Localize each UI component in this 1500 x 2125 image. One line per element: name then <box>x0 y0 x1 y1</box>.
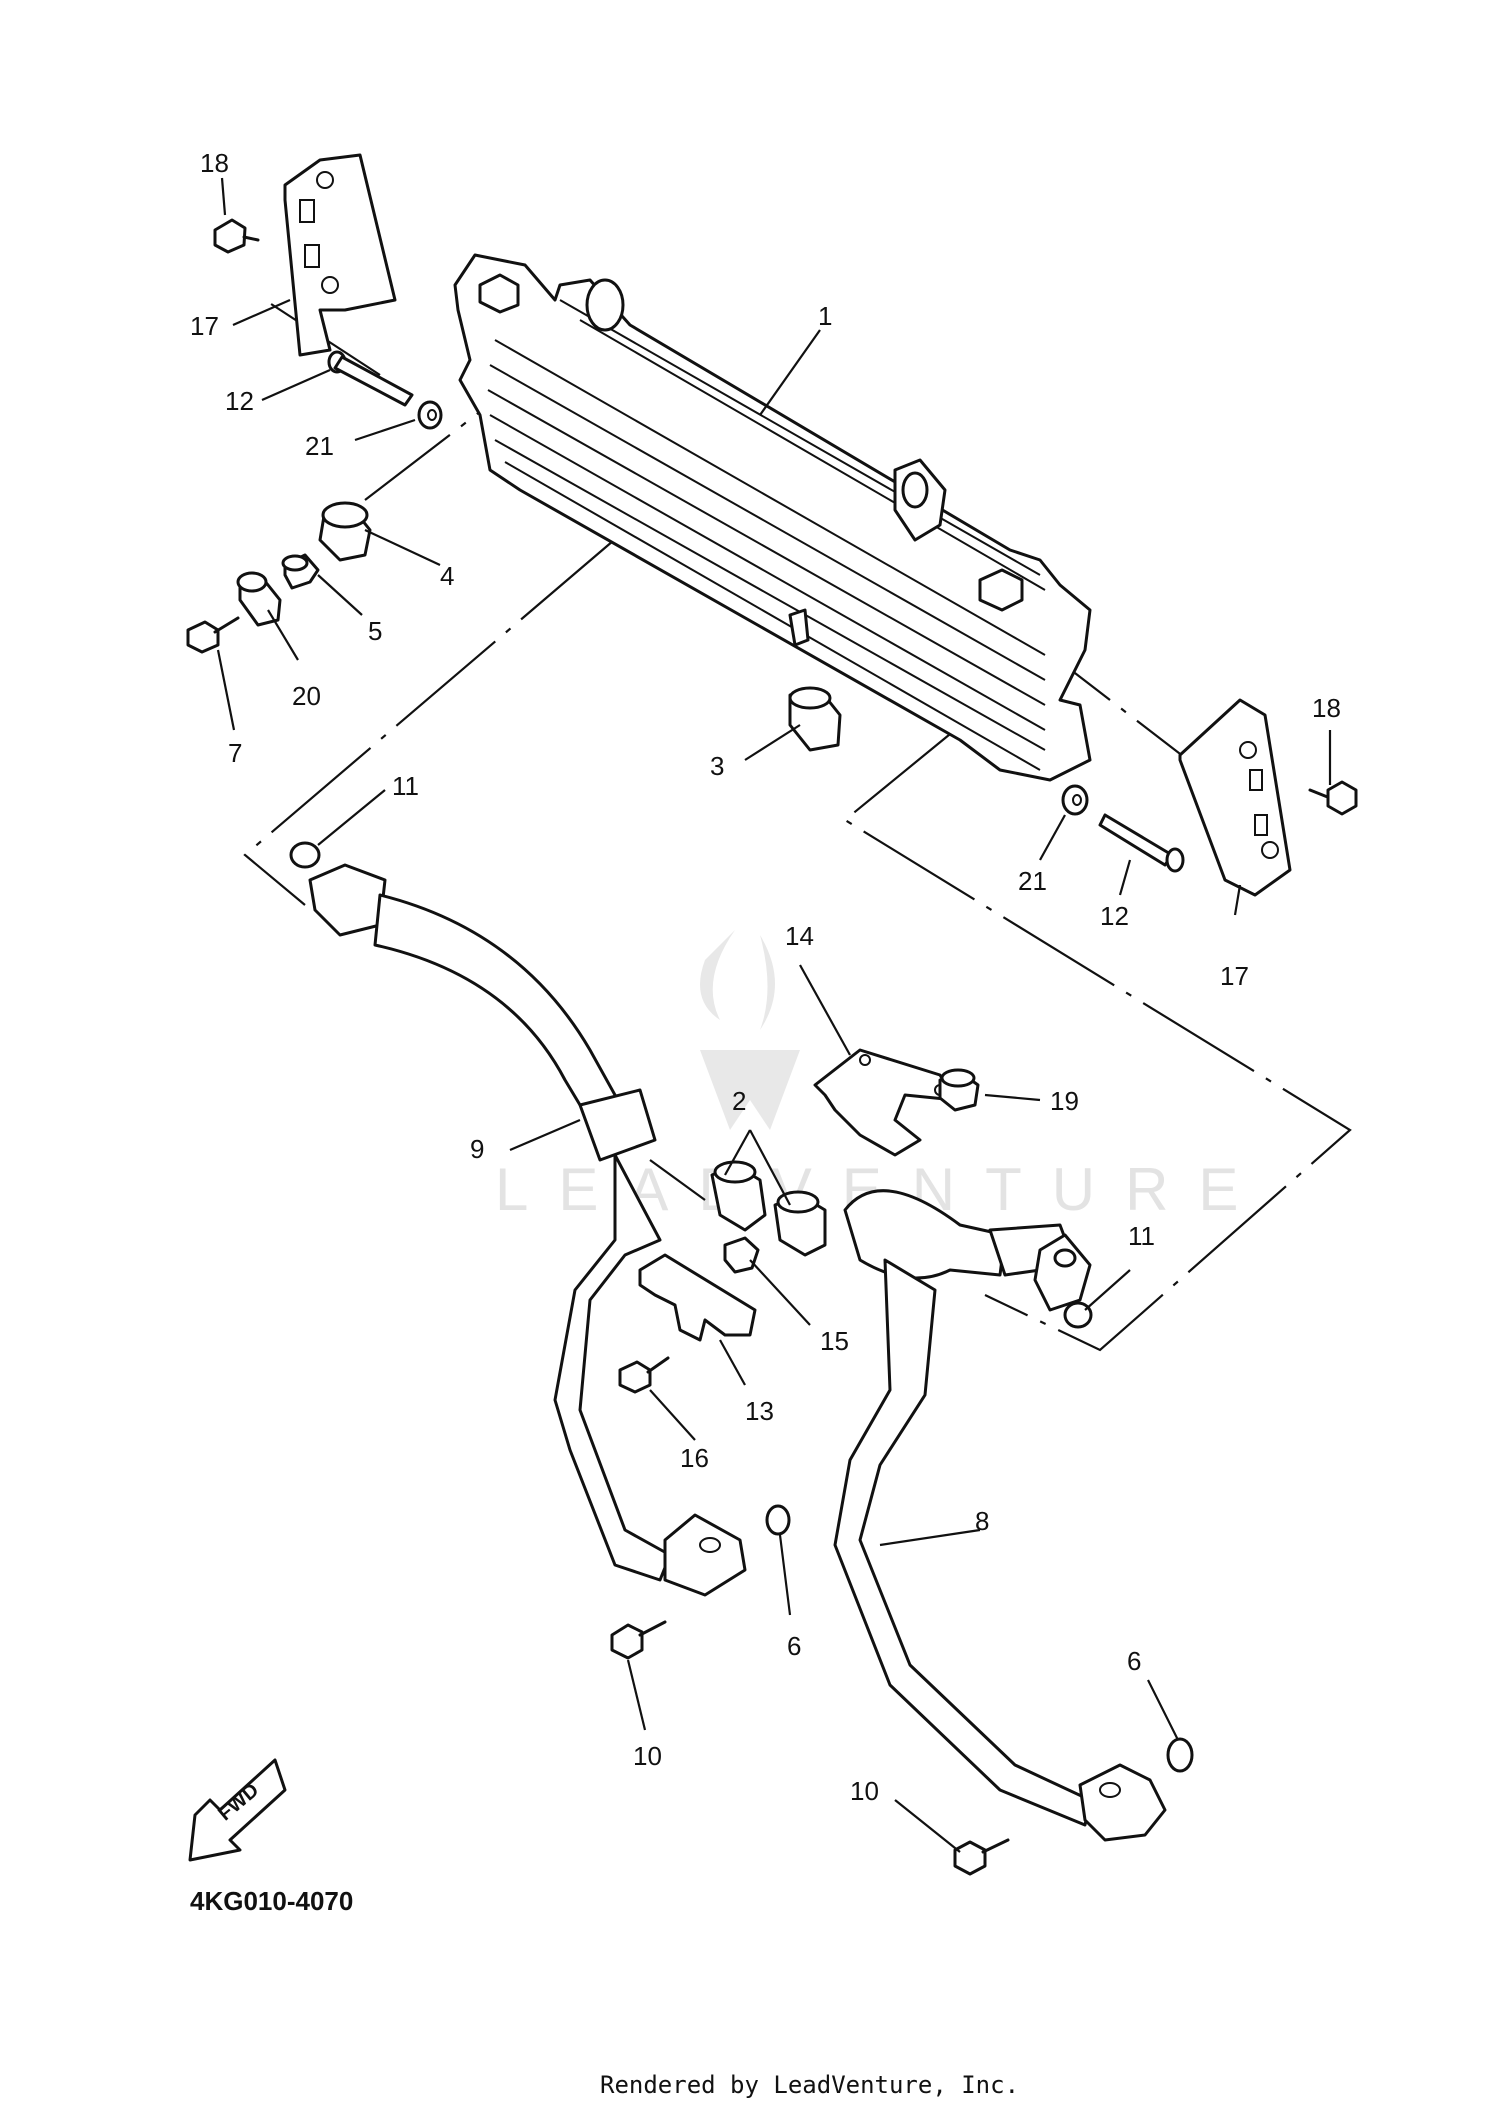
callout-18-left: 18 <box>200 148 229 178</box>
callout-11-left: 11 <box>392 771 419 801</box>
o-ring-6-lower <box>1166 1737 1194 1773</box>
callout-17-right: 17 <box>1220 961 1249 991</box>
washer-21-left <box>417 400 443 430</box>
footer-credit: Rendered by LeadVenture, Inc. <box>600 2071 1019 2099</box>
fwd-arrow-icon: FWD <box>188 1758 287 1862</box>
bolt-18-right <box>1308 780 1358 816</box>
bolt-18-left <box>213 218 260 254</box>
callout-10-lower: 10 <box>850 1776 879 1806</box>
collar-5 <box>281 553 320 590</box>
clamp-13 <box>638 1253 757 1342</box>
grommet-3 <box>788 686 842 752</box>
bolt-10-upper <box>610 1620 667 1660</box>
grommet-4 <box>318 501 372 562</box>
callout-13: 13 <box>745 1396 774 1426</box>
callout-11-right: 11 <box>1128 1221 1155 1251</box>
bolt-12-right <box>1098 813 1185 873</box>
callout-1: 1 <box>818 301 832 331</box>
callout-6-lower: 6 <box>1127 1646 1141 1676</box>
collar-19 <box>938 1068 980 1112</box>
diagram-code: 4KG010-4070 <box>190 1886 353 1916</box>
callout-2: 2 <box>732 1086 746 1116</box>
collar-15 <box>723 1236 760 1274</box>
callout-7: 7 <box>228 738 242 768</box>
bolt-16 <box>618 1356 670 1394</box>
bracket-left-17 <box>283 153 397 357</box>
callout-12-right: 12 <box>1100 901 1129 931</box>
callout-20: 20 <box>292 681 321 711</box>
callout-16: 16 <box>680 1443 709 1473</box>
callout-17-left: 17 <box>190 311 219 341</box>
callout-19: 19 <box>1050 1086 1079 1116</box>
washer-20 <box>236 571 282 627</box>
bolt-7 <box>186 616 240 654</box>
callout-9: 9 <box>470 1134 484 1164</box>
callout-5: 5 <box>368 616 382 646</box>
clamp-14 <box>813 1048 957 1157</box>
callout-4: 4 <box>440 561 454 591</box>
callout-21-left: 21 <box>305 431 334 461</box>
bolt-10-lower <box>953 1838 1010 1876</box>
oil-pipe-9 <box>308 863 747 1597</box>
washer-21-right <box>1061 784 1089 816</box>
callout-18-right: 18 <box>1312 693 1341 723</box>
callout-10-upper: 10 <box>633 1741 662 1771</box>
callout-12-left: 12 <box>225 386 254 416</box>
bolt-12-left <box>327 350 414 407</box>
callout-14: 14 <box>785 921 814 951</box>
callouts: 1 2 3 4 5 6 6 7 8 9 10 10 11 11 12 12 13… <box>190 148 1341 1806</box>
bracket-right-17 <box>1178 698 1292 897</box>
o-ring-11-left <box>289 841 321 869</box>
callout-8: 8 <box>975 1506 989 1536</box>
o-ring-11-right <box>1063 1301 1093 1329</box>
callout-21-right: 21 <box>1018 866 1047 896</box>
callout-15: 15 <box>820 1326 849 1356</box>
damper-2 <box>710 1160 827 1257</box>
callout-6-upper: 6 <box>787 1631 801 1661</box>
oil-pipe-8 <box>833 1189 1167 1842</box>
callout-3: 3 <box>710 751 724 781</box>
o-ring-6-upper <box>765 1504 791 1536</box>
oil-cooler-1 <box>453 253 1092 782</box>
leader-lines <box>216 177 1332 1853</box>
